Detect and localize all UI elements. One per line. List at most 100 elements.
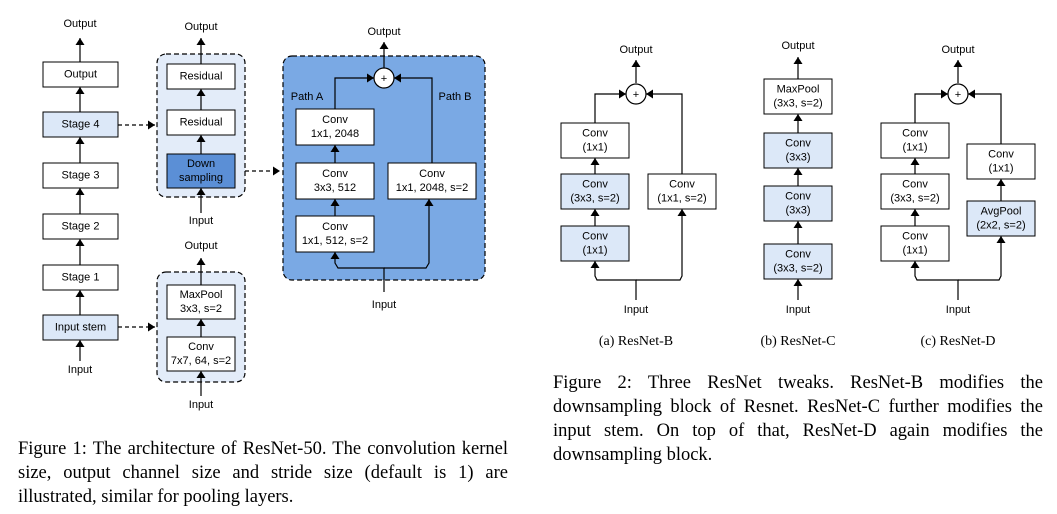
connector [914,93,948,123]
ds-output-label: Output [367,26,400,38]
arrow-head [424,199,434,206]
stage-block-residual-1-text: Residual [180,70,223,82]
rd-conv-3x3-s2-text: (3x3, s=2) [890,192,939,204]
arrow-head [910,158,920,165]
stage-block-down-sampling-text: Down [187,158,215,170]
arrow-head [910,209,920,216]
rc-block-3-text: (3x3) [785,204,810,216]
stage-block-down-sampling-text: sampling [179,172,223,184]
connector [594,261,637,300]
ds-path-a-conv-1x1-512-text: 1x1, 512, s=2 [302,235,368,247]
rb-conv-1x1-frame [560,122,630,159]
ds-path-b-conv-text: Conv [419,168,445,180]
connector [334,77,374,109]
rb-conv-3x3-s2-frame [560,173,630,210]
rd-conv-3x3-s2-text: Conv [902,178,928,190]
stack-block-output: Output [42,61,119,88]
arrow-head [196,258,206,265]
connector [958,236,1002,281]
rb-conv-1x1: Conv (1x1) [560,122,630,159]
stack-block-stage-4-text: Stage 4 [62,118,100,130]
rb-path-b-conv-text: Conv [669,178,695,190]
connector [594,93,626,123]
rc-block-2-frame [763,132,833,169]
arrow-head [75,38,85,45]
rb-conv-1x1-text: Conv [582,127,608,139]
arrow-head [793,221,803,228]
stack-block-stage-3: Stage 3 [42,162,119,189]
rd-path-b-conv-text: (1x1) [988,162,1013,174]
rb-conv-1x1-bottom: Conv (1x1) [560,225,630,262]
rc-block-4-text: (3x3, s=2) [773,262,822,274]
arrow-head [631,60,641,67]
arrow-head [590,261,600,268]
ds-path-a-conv-1x1-2048: Conv 1x1, 2048 [295,108,375,146]
arrow-head [196,188,206,195]
rb-plus-circle-sign: + [633,89,639,101]
ds-path-b-conv: Conv 1x1, 2048, s=2 [387,162,477,200]
arrow-head [196,135,206,142]
ds-path-a-conv-1x1-2048-frame [295,108,375,146]
ds-path-b-conv-text: 1x1, 2048, s=2 [396,182,468,194]
arrow-head [75,188,85,195]
ds-path-a-conv-3x3-512-text: 3x3, 512 [314,182,356,194]
rc-block-1-frame [763,78,833,115]
ds-path-a-conv-1x1-2048-text: Conv [322,114,348,126]
rd-path-b-avgpool: AvgPool(2x2, s=2) [966,200,1036,237]
arrow-head [75,340,85,347]
stage-block-residual-1-frame [166,63,236,90]
arrow-head [148,120,155,130]
arrow-head [330,199,340,206]
rb-conv-1x1-bottom-text: (1x1) [582,244,607,256]
rd-subcaption: (c) ResNet-D [920,334,995,349]
connector [646,93,683,174]
stack-input-label: Input [68,364,92,376]
rd-path-b-avgpool-frame [966,200,1036,237]
rb-path-b-conv: Conv(1x1, s=2) [647,173,717,210]
rb-path-b-conv-frame [647,173,717,210]
stem-block-conv-text: Conv [188,341,214,353]
arrow-head [196,38,206,45]
stack-block-output-text: Output [64,68,97,80]
stage-block-residual-2-frame [166,109,236,136]
stack-output-label: Output [63,18,96,30]
arrow-head [75,239,85,246]
ds-path-a-label: Path A [291,91,324,103]
ds-path-b-label: Path B [438,91,471,103]
stage-block-down-sampling: Down sampling [166,153,236,189]
rc-block-2: Conv (3x3) [763,132,833,169]
arrow-head [75,87,85,94]
rc-block-2-text: (3x3) [785,151,810,163]
stack-block-stage-2: Stage 2 [42,213,119,240]
arrow-head [793,114,803,121]
rc-output-label: Output [781,40,814,52]
arrow-head [394,73,401,83]
stack-block-stage-1: Stage 1 [42,264,119,291]
rd-path-b-conv: Conv (1x1) [966,143,1036,180]
arrow-head [196,371,206,378]
rc-block-2-text: Conv [785,137,811,149]
stem-block-conv-text: 7x7, 64, s=2 [171,355,231,367]
connector [334,252,385,292]
rd-path-b-conv-text: Conv [988,148,1014,160]
arrow-head [330,145,340,152]
arrow-head [677,209,687,216]
arrow-head [273,166,280,176]
rb-conv-3x3-s2-text: (3x3, s=2) [570,192,619,204]
arrow-head [196,319,206,326]
stem-block-conv: Conv 7x7, 64, s=2 [166,336,236,372]
arrow-head [367,73,374,83]
stage-block-residual-1: Residual [166,63,236,90]
stem-output-label: Output [184,240,217,252]
arrow-head [941,89,948,99]
rb-conv-1x1-text: (1x1) [582,141,607,153]
ds-path-a-conv-1x1-2048-text: 1x1, 2048 [311,128,359,140]
stage-output-label: Output [184,21,217,33]
rb-conv-3x3-s2-text: Conv [582,178,608,190]
connector [914,261,959,300]
rd-plus-circle-sign: + [955,89,961,101]
stack-block-stage-1-text: Stage 1 [62,271,100,283]
rb-conv-1x1-bottom-text: Conv [582,230,608,242]
